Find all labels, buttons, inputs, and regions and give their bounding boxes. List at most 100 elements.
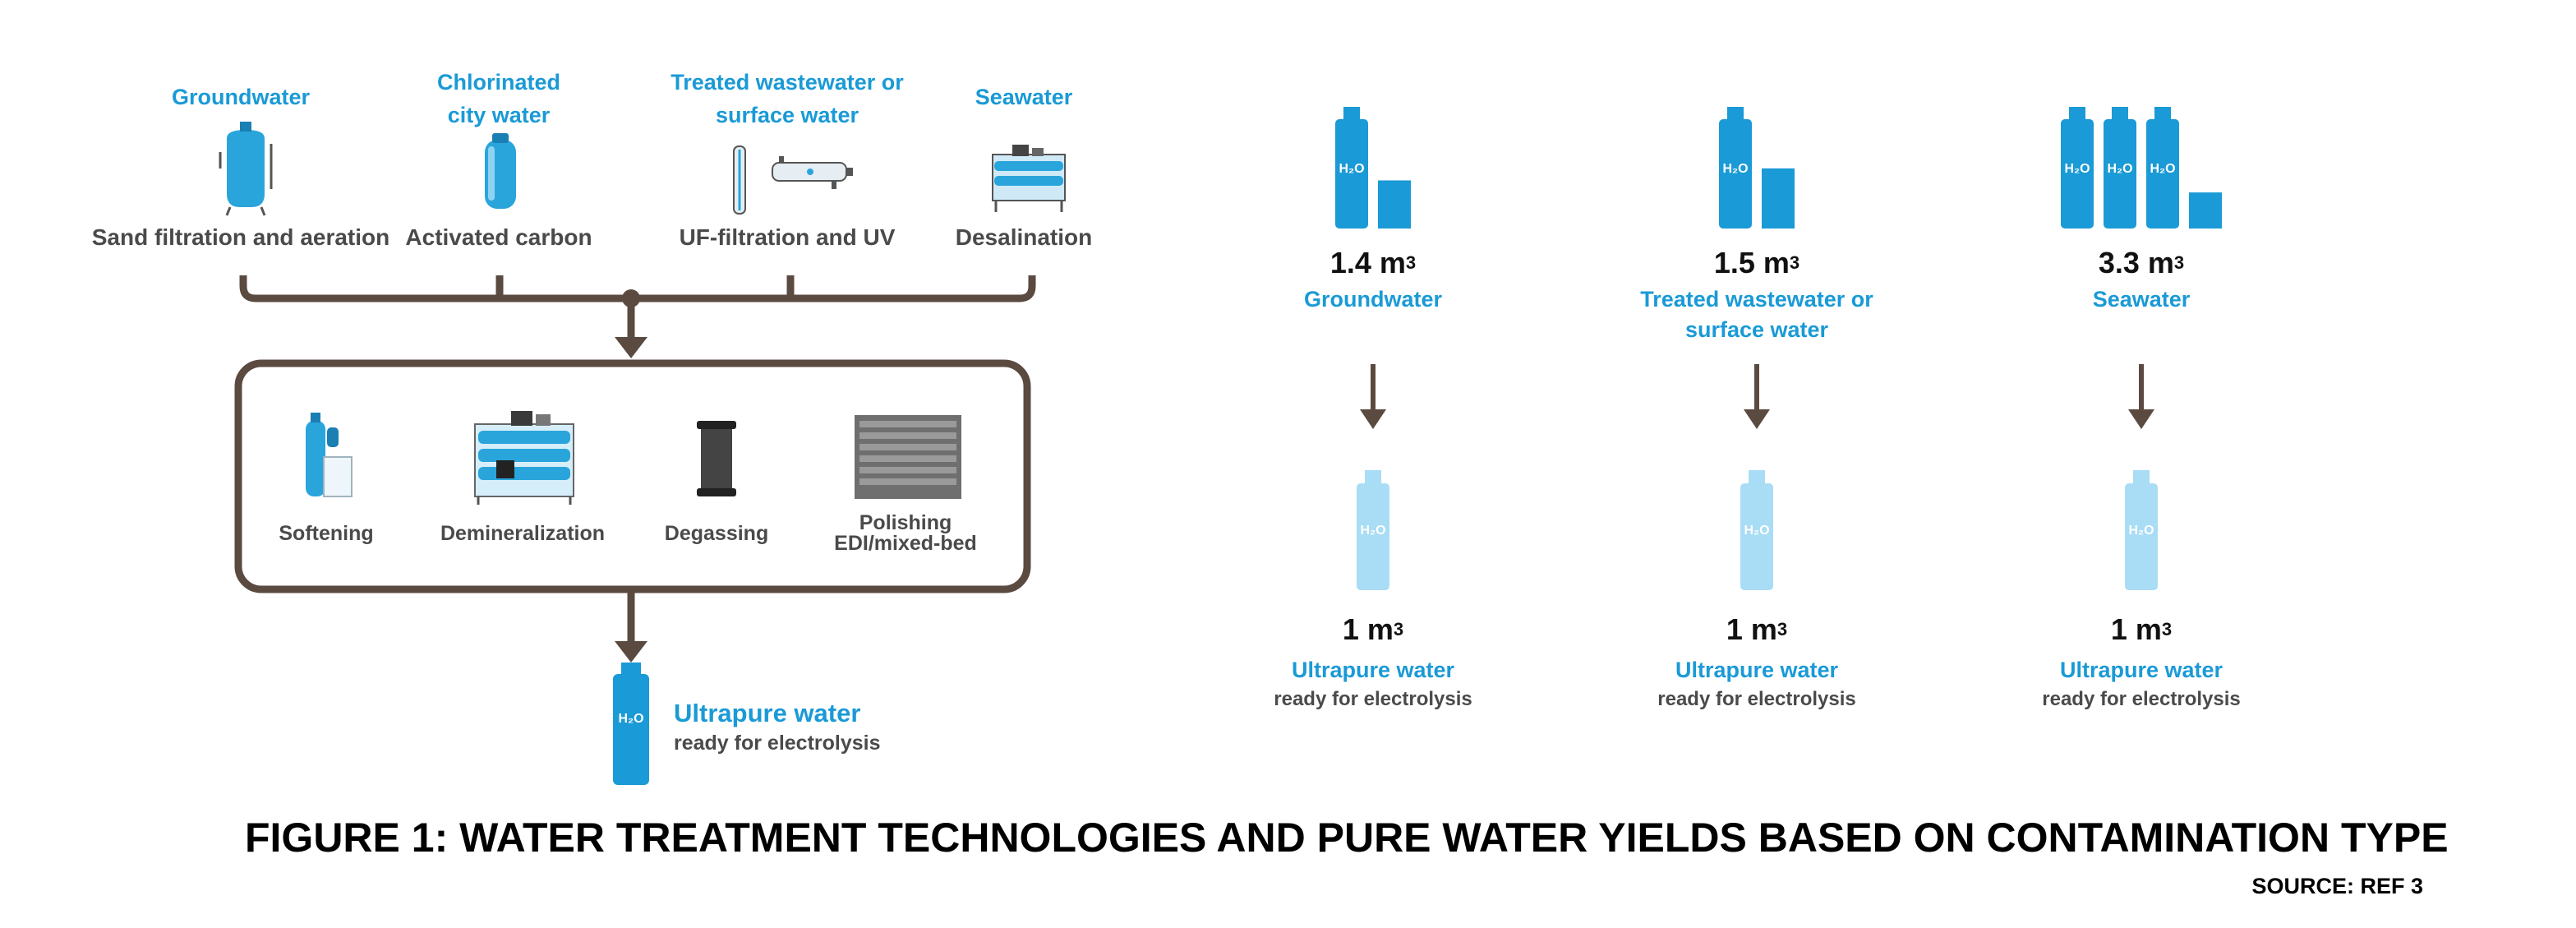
bottle-label: H₂O [2150,162,2176,176]
arrow-head [615,337,647,358]
output-bottle-icon [2125,470,2158,590]
softener-icon [306,413,353,497]
output-quantity: 1 m3 [1343,613,1403,646]
input-quantity: 1.5 m3 [1714,247,1800,279]
output-title: Ultrapure water [2059,658,2223,682]
unit-superscript: 3 [2161,619,2173,639]
arrow-head [1744,409,1770,429]
unit-superscript: 3 [1405,252,1417,273]
output-subtitle: ready for electrolysis [1657,688,1856,710]
source-label-line: city water [447,103,551,127]
bottle-body [1719,119,1752,229]
technology-label: UF-filtration and UV [679,224,896,250]
bottle-neck [1749,470,1765,485]
source-label-city-water: Chlorinated city water [437,66,560,132]
output-title: Ultrapure water [1291,658,1455,682]
bottle-neck [1343,107,1360,121]
input-quantity: 1.4 m3 [1330,247,1416,279]
quantity-value: 1.5 m [1713,246,1790,279]
source-label-line: surface water [715,103,859,127]
source-label-seawater: Seawater [975,85,1073,109]
input-bottle-icon [2061,107,2094,229]
yield-source-label: Groundwater [1303,287,1443,312]
input-bottle-icon [1719,107,1752,229]
quantity-value: 1 m [1726,612,1777,646]
figure-caption: FIGURE 1: WATER TREATMENT TECHNOLOGIES A… [245,815,2449,861]
arrow-head [1360,409,1386,429]
desalination-unit-icon [992,145,1066,212]
source-label-groundwater: Groundwater [171,85,311,109]
quantity-value: 1 m [1342,612,1394,646]
ultrapure-title: Ultrapure water [674,699,861,727]
bottle-body [2104,119,2136,229]
bottle-neck [1365,470,1381,485]
source-label-wastewater: Treated wastewater or surface water [670,66,904,132]
bottle-body [1335,119,1368,229]
output-quantity: 1 m3 [2111,613,2172,646]
partial-volume-icon [2189,192,2222,229]
bottle-body [2125,483,2158,590]
source-label-line: Chlorinated [436,70,561,95]
bottle-label: H₂O [1360,524,1386,538]
yield-source-label: Treated wastewater or [1640,287,1873,312]
bottle-body [2061,119,2094,229]
bottle-body [2146,119,2179,229]
input-bottle-icon [2146,107,2179,229]
degasser-icon [697,421,736,496]
technology-label: Activated carbon [405,224,592,250]
yield-column [2061,107,2222,590]
quantity-value: 1 m [2110,612,2162,646]
bottle-neck [2133,470,2150,485]
quantity-value: 1.4 m [1329,246,1406,279]
bottle-label: H₂O [618,712,644,726]
quantity-value: 3.3 m [2098,246,2174,279]
output-bottle-icon [1740,470,1773,590]
bottle-label: H₂O [2064,162,2090,176]
bottle-neck [1727,107,1744,121]
yield-source-label: Seawater [2092,287,2191,312]
input-bottle-icon [2104,107,2136,229]
arrow-head [615,641,647,663]
ultrapure-subtitle: ready for electrolysis [674,732,881,755]
bottle-label: H₂O [1744,524,1770,538]
bottle-label: H₂O [2107,162,2133,176]
stage-label-line: EDI/mixed-bed [834,532,977,555]
demineralization-unit-icon [474,411,574,505]
treatment-box [234,359,1031,593]
bottle-body [1357,483,1389,590]
unit-superscript: 3 [1393,619,1404,639]
output-quantity: 1 m3 [1726,613,1787,646]
stage-label: Demineralization [440,522,606,545]
output-subtitle: ready for electrolysis [2042,688,2241,710]
bottle-label: H₂O [2128,524,2154,538]
technology-label: Sand filtration and aeration [91,224,390,250]
bottle-body [1740,483,1773,590]
yield-column [1719,107,1795,590]
bottle-neck [2069,107,2085,121]
yield-column [1335,107,1411,590]
input-bottle-icon [1335,107,1368,229]
output-bottle-icon [1357,470,1389,590]
stage-label-polishing: Polishing EDI/mixed-bed [834,513,977,554]
partial-volume-icon [1378,180,1411,229]
yield-source-label: surface water [1684,317,1829,342]
stage-label: Degassing [664,522,769,545]
bottle-neck [2154,107,2171,121]
source-label-line: Treated wastewater or [670,70,904,95]
bottle-neck [2112,107,2128,121]
figure-source: SOURCE: REF 3 [2251,874,2423,898]
unit-superscript: 3 [1789,252,1800,273]
unit-superscript: 3 [1776,619,1788,639]
carbon-filter-icon [485,133,516,209]
edi-stack-icon [855,415,961,499]
technology-label: Desalination [955,224,1093,250]
stage-label-line: Polishing [859,511,952,534]
arrow-head [2128,409,2154,429]
bottle-label: H₂O [1339,162,1365,176]
unit-superscript: 3 [2173,252,2185,273]
output-subtitle: ready for electrolysis [1274,688,1472,710]
aeration-tank-icon [219,122,273,216]
stage-label: Softening [279,522,374,545]
ultrapure-bottle-icon [613,663,649,785]
